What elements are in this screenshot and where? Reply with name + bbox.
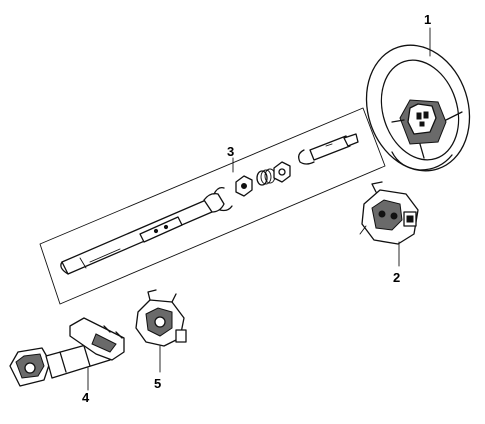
callout-1: 1 [424, 12, 431, 27]
column-housing [9, 317, 125, 387]
coupling-nut [235, 175, 253, 197]
bushing [273, 161, 291, 183]
lock-housing [359, 181, 419, 245]
callout-2: 2 [393, 270, 400, 285]
steering-wheel [365, 44, 471, 172]
upper-shaft [298, 133, 359, 165]
callout-5: 5 [154, 376, 161, 391]
intermediate-shaft [60, 186, 233, 275]
spring [256, 168, 276, 186]
callout-4: 4 [82, 390, 90, 405]
exploded-view-box [39, 107, 386, 305]
switch-bracket [135, 289, 187, 347]
callout-3: 3 [227, 144, 234, 159]
